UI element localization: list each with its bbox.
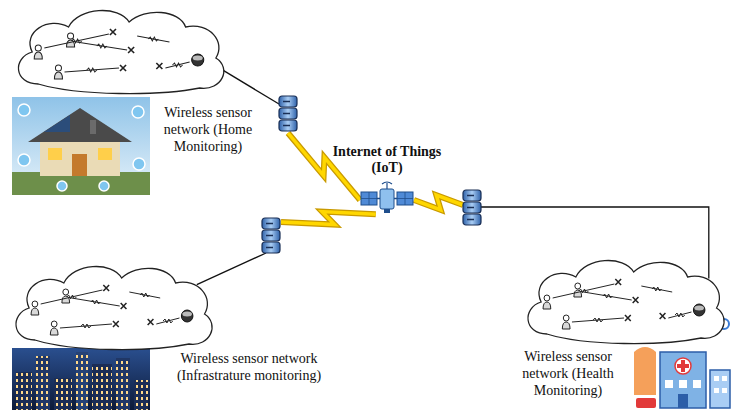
connector: [197, 212, 376, 285]
wireless-bolt: [414, 195, 463, 210]
sensor-network-cloud: Wireless sensor network (Health Monitori…: [518, 252, 730, 347]
city-photo: [12, 348, 150, 410]
wireless-bolt: [281, 212, 376, 225]
sensor-network-cloud: Wireless sensor network (Infrastrature m…: [6, 258, 218, 353]
cloud-outline: [8, 2, 230, 97]
wireless-bolt: [288, 133, 360, 200]
wireless-bolt: [281, 212, 376, 225]
gateway-server: [279, 96, 297, 131]
network-label: Wireless sensor network (Home Monitoring…: [156, 104, 260, 155]
link-line: [197, 253, 266, 285]
link-line: [223, 70, 279, 104]
satellite-icon: [359, 180, 415, 216]
wireless-bolt: [414, 195, 463, 210]
gateway-server: [262, 218, 280, 253]
house-photo: [12, 97, 150, 195]
wireless-bolt: [288, 133, 360, 200]
cloud-outline: [518, 252, 730, 347]
iot-hub: Internet of Things (IoT): [322, 144, 452, 216]
hub-label: Internet of Things (IoT): [322, 144, 452, 176]
gateway-server: [463, 190, 481, 225]
network-label: Wireless sensor network (Health Monitori…: [502, 348, 634, 399]
network-label: Wireless sensor network (Infrastrature m…: [174, 350, 324, 384]
sensor-network-cloud: Wireless sensor network (Home Monitoring…: [8, 2, 230, 97]
cloud-outline: [6, 258, 218, 353]
